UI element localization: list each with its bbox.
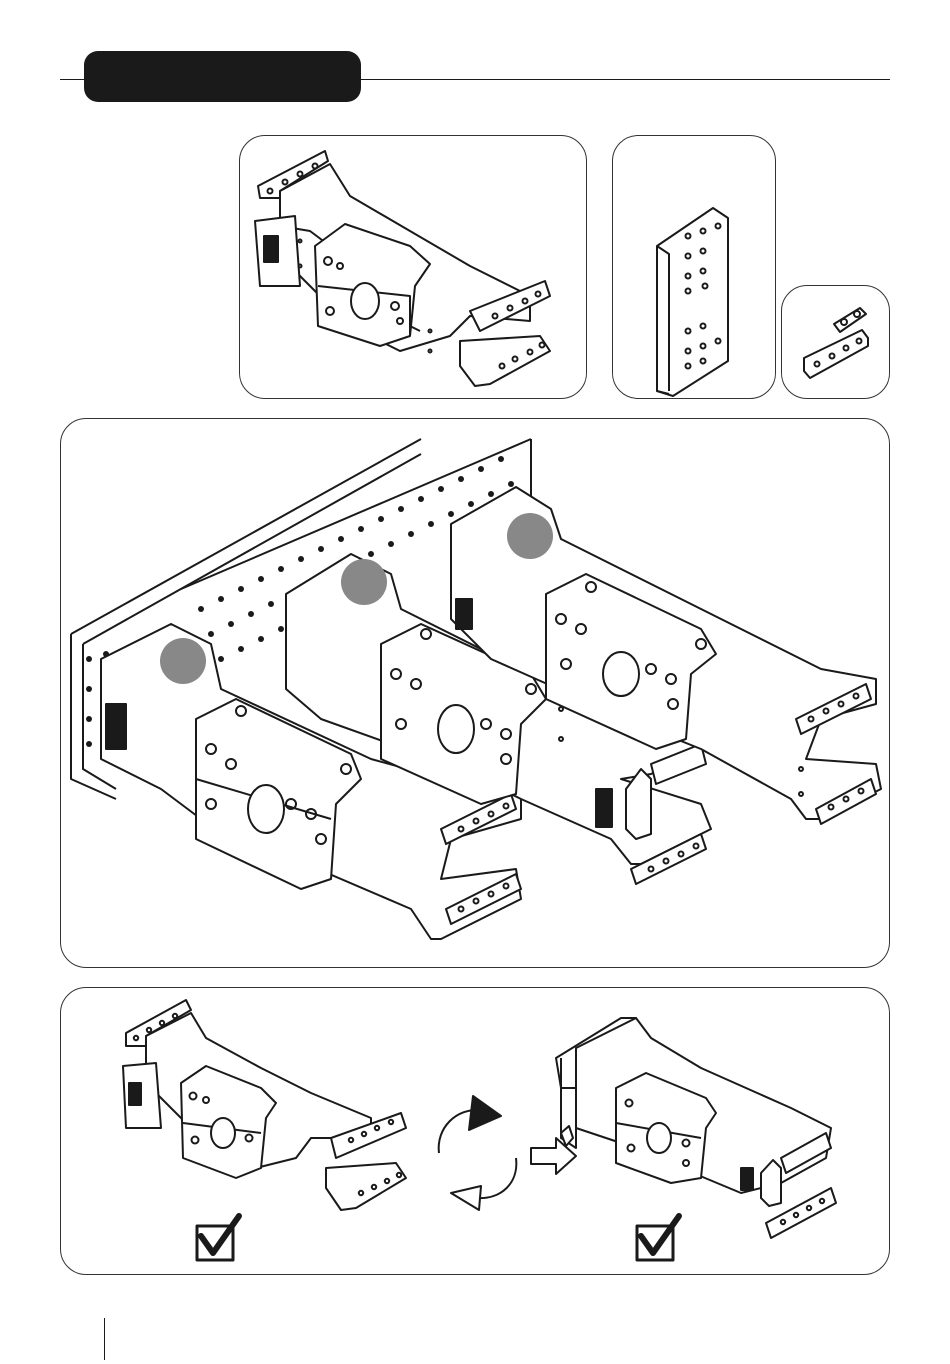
rigging-bracket-drawing — [240, 136, 586, 398]
assembled-brackets-drawing — [61, 419, 889, 967]
rotate-arrows — [439, 1096, 517, 1210]
link-plates-drawing — [782, 286, 889, 398]
section-title-tab — [84, 51, 361, 102]
assembly-panel — [60, 418, 890, 968]
bracket-rotated — [556, 1018, 836, 1238]
bracket-original — [123, 1000, 406, 1210]
bracket-panel — [239, 135, 587, 399]
plate-panel — [612, 135, 776, 399]
orientation-panel — [60, 987, 890, 1275]
mounting-plate-drawing — [613, 136, 775, 398]
step-badge-3 — [507, 513, 553, 559]
step-badge-1 — [160, 638, 206, 684]
check-left — [197, 1216, 239, 1260]
orientation-drawing — [61, 988, 889, 1274]
step-badge-2 — [341, 559, 387, 605]
check-right — [637, 1216, 679, 1260]
page-number-rule — [104, 1318, 105, 1360]
links-panel — [781, 285, 890, 399]
